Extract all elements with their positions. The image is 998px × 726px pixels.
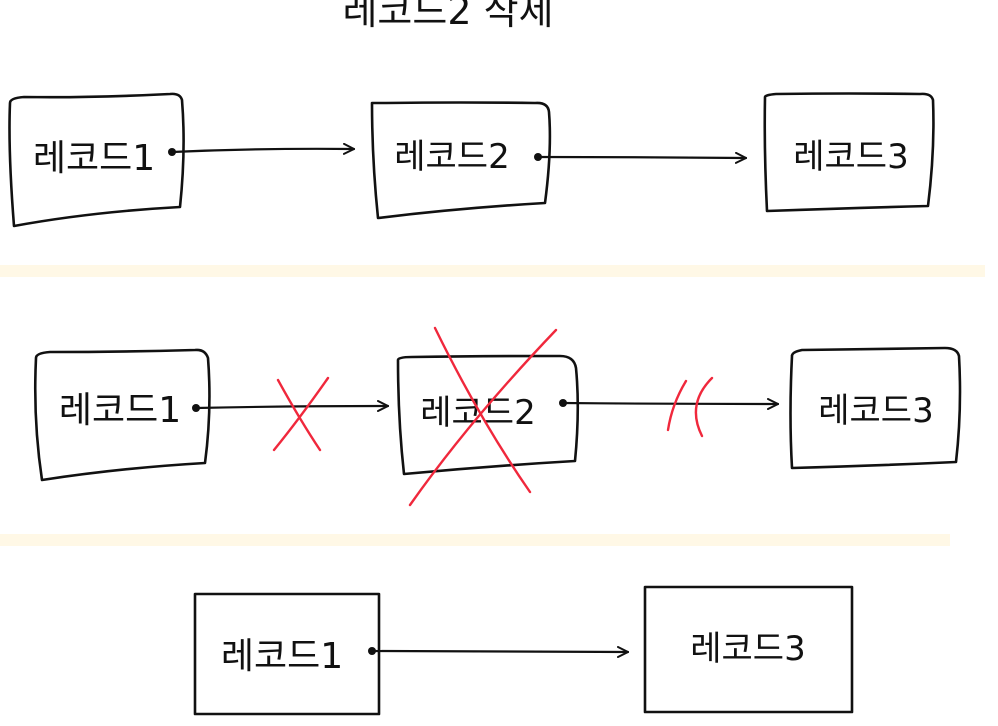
delete-marks	[272, 326, 714, 507]
record-1-label: 레코드1	[221, 636, 343, 677]
link-record-1-to-record-3	[370, 645, 630, 658]
record-1-label: 레코드1	[59, 390, 181, 431]
record-2-box	[370, 101, 552, 220]
cross-link-1	[272, 376, 330, 452]
record-3-label: 레코드3	[690, 629, 805, 669]
diagram-title: 레코드2 삭제	[342, 0, 553, 33]
record-1-label: 레코드1	[33, 138, 155, 179]
cross-record-2	[433, 326, 532, 494]
cross-link-1	[276, 378, 322, 452]
record-3-label: 레코드3	[793, 137, 908, 177]
record-2-label: 레코드2	[420, 393, 535, 433]
cross-record-2	[408, 328, 558, 507]
record-3-label: 레코드3	[818, 391, 933, 431]
link-record-1-to-record-2	[194, 400, 390, 413]
record-1-box	[33, 348, 211, 482]
record-3-box	[789, 346, 962, 470]
record-2-box	[396, 354, 580, 476]
record-3-box	[643, 585, 854, 714]
record-1-box	[8, 92, 185, 228]
row-original: 레코드1 레코드2 레코드3	[8, 92, 935, 228]
link-record-2-to-record-3	[561, 397, 780, 410]
cross-link-2	[694, 376, 714, 438]
link-record-2-to-record-3	[536, 151, 748, 164]
row-separator-1	[0, 265, 985, 277]
row-deleting: 레코드1 레코드2 레코드3	[33, 326, 962, 507]
record-2-label: 레코드2	[394, 137, 509, 177]
link-record-1-to-record-2	[170, 142, 356, 155]
row-result: 레코드1 레코드3	[193, 585, 854, 716]
cross-link-2	[666, 379, 688, 432]
record-1-box	[193, 592, 381, 716]
row-separator-2	[0, 534, 950, 546]
record-3-box	[763, 92, 935, 213]
